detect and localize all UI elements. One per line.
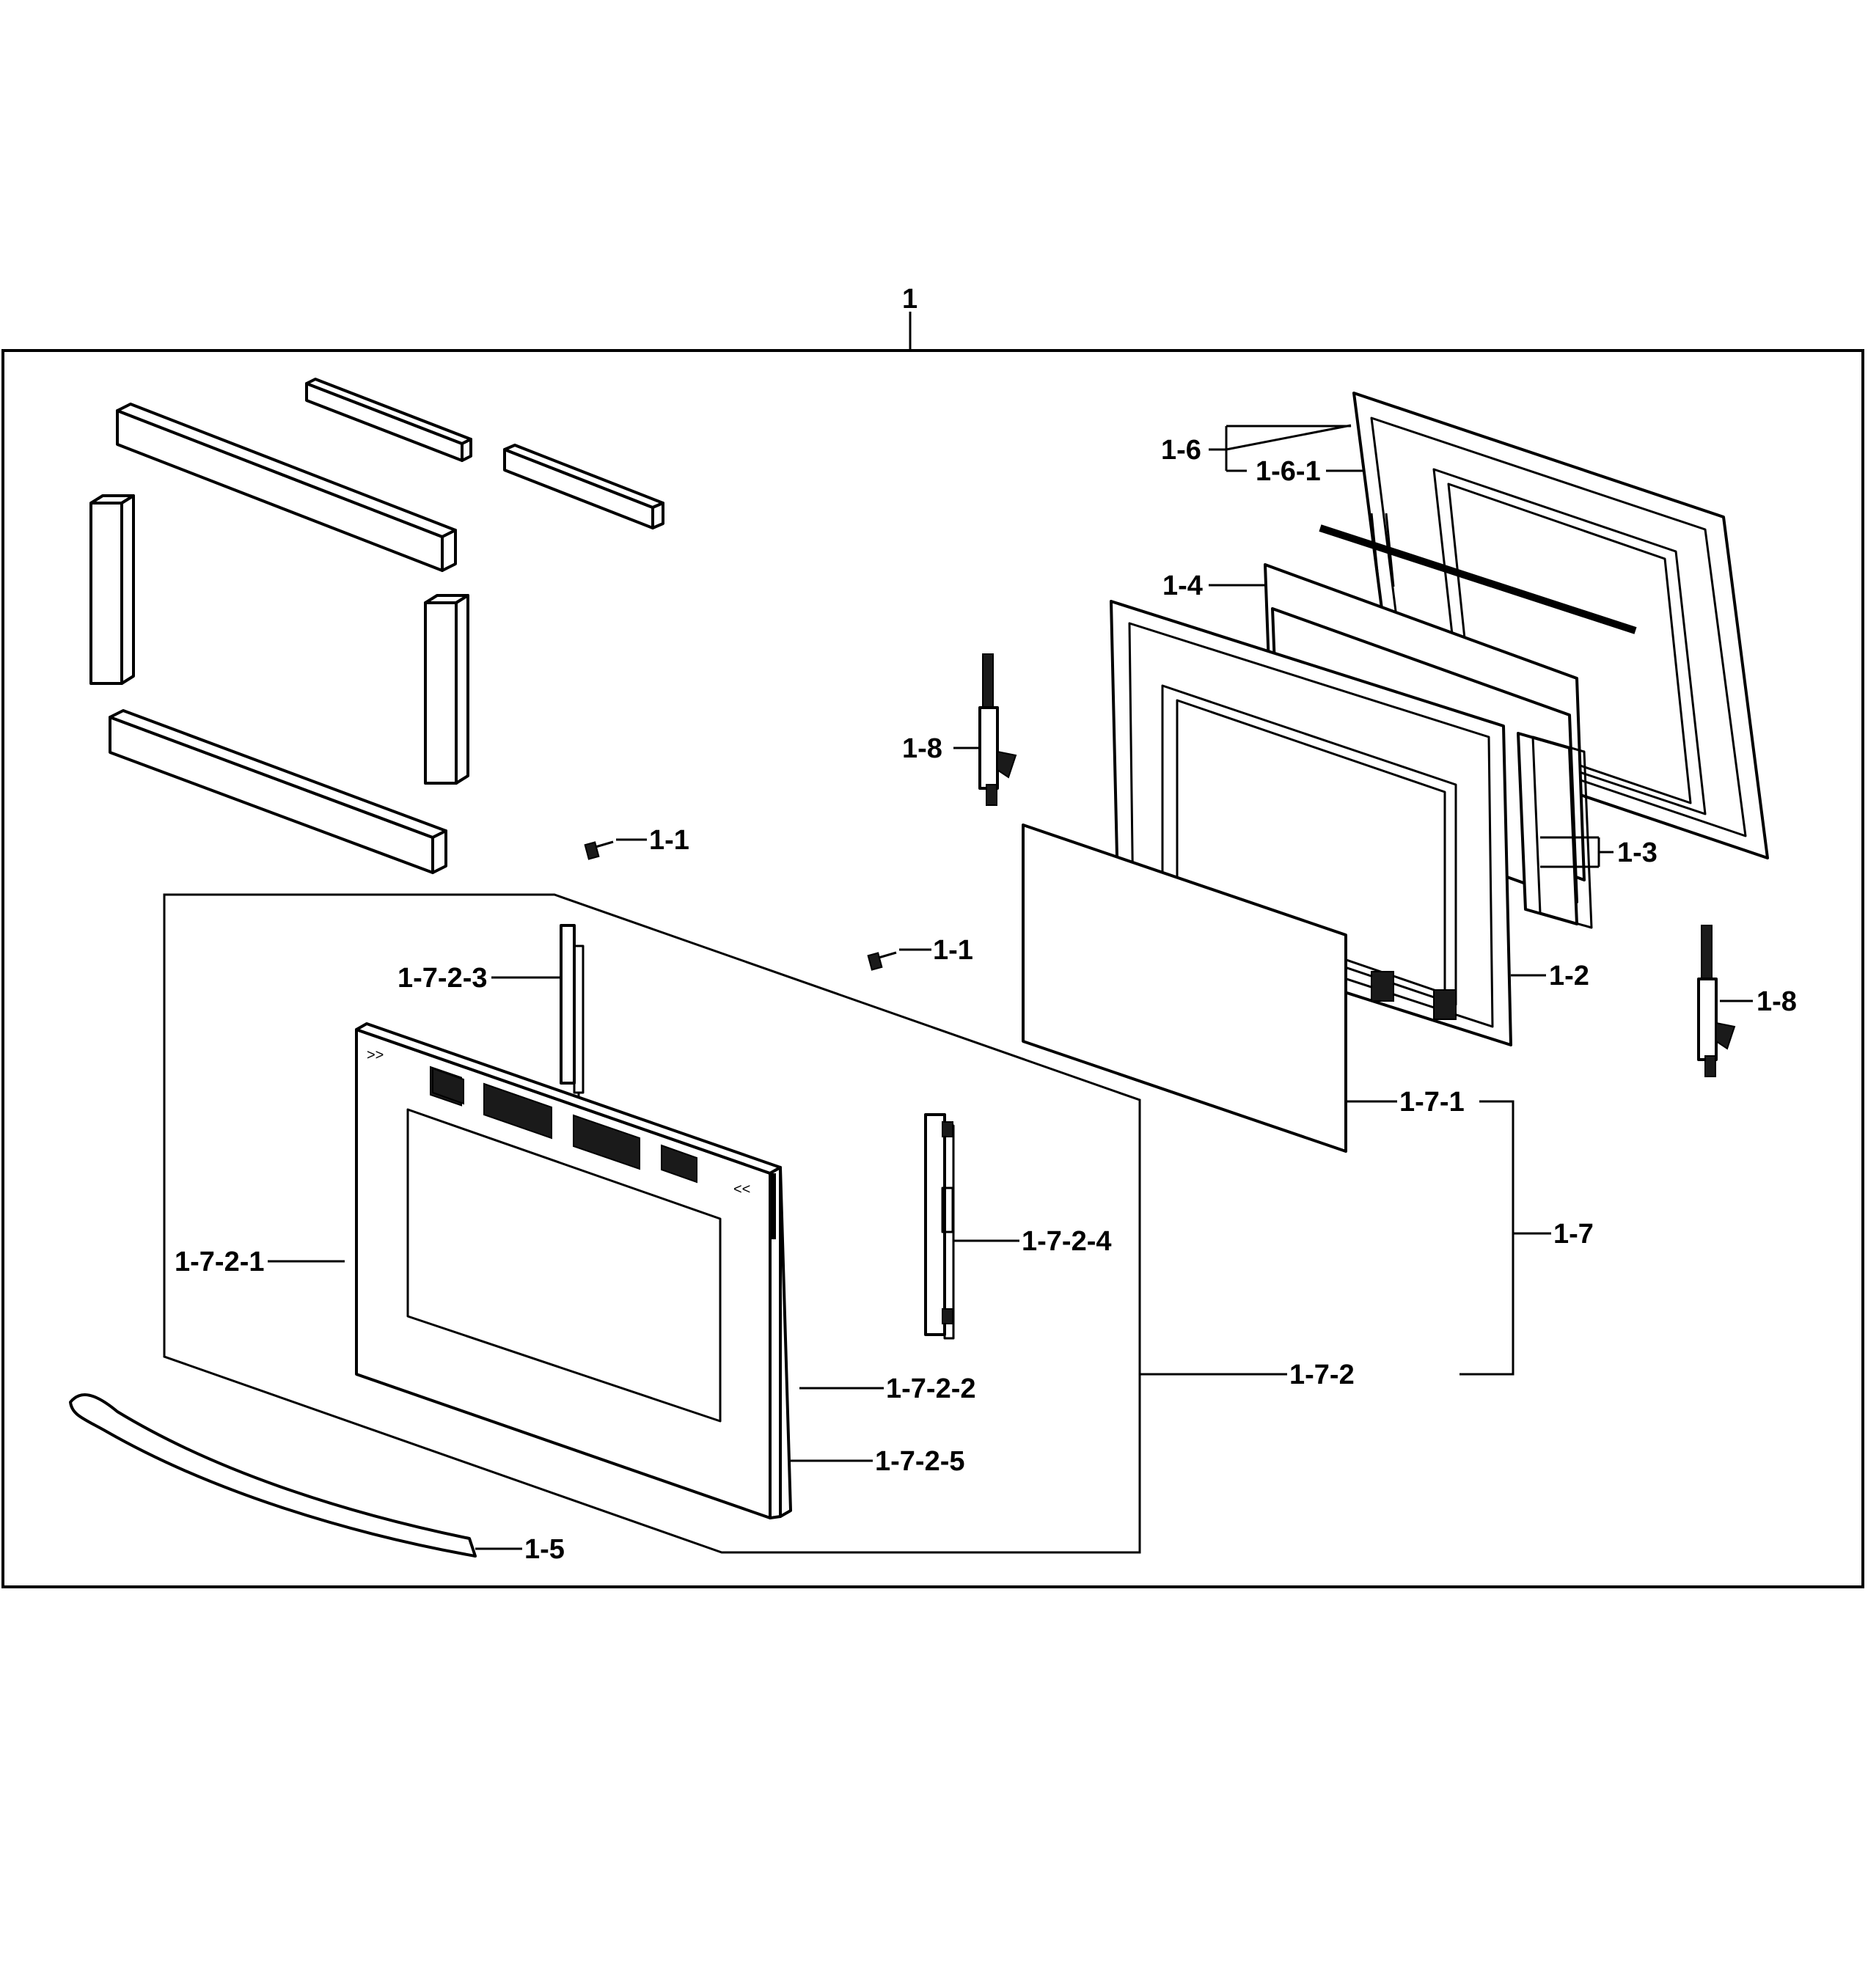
right-bracket [924, 1113, 955, 1340]
label-glass-pair: 1-3 [1617, 837, 1658, 868]
svg-text:<<: << [733, 1181, 750, 1197]
label-hinge-right: 1-8 [1757, 986, 1797, 1017]
label-right-bracket: 1-7-2-4 [1022, 1226, 1112, 1257]
left-bracket [560, 924, 585, 1107]
label-insulation-sheet: 1-4 [1162, 571, 1203, 601]
hinge-icon [978, 653, 1017, 806]
label-door-frame: 1-7-2-1 [175, 1247, 265, 1277]
label-door-panel: 1-7-2 [1289, 1360, 1355, 1390]
svg-text:>>: >> [367, 1047, 384, 1063]
label-liner-seal: 1-6-1 [1256, 456, 1321, 487]
screw-icon [867, 951, 897, 971]
label-gasket: 1-5 [524, 1534, 565, 1565]
label-liner: 1-6 [1161, 435, 1201, 466]
screw-icon [584, 840, 614, 860]
label-outer-door: 1-7 [1553, 1219, 1594, 1250]
insulation-blocks [89, 378, 664, 874]
assembly-frame [1, 349, 1864, 1588]
leader-lines [268, 424, 1753, 1550]
door-panel-outline [163, 893, 1141, 1554]
label-inner-door: 1-2 [1549, 961, 1589, 991]
label-assembly: 1 [902, 284, 917, 315]
label-screw-2: 1-1 [933, 935, 973, 966]
inner-glass [1022, 824, 1347, 1153]
outer-door: >> << [355, 1022, 792, 1519]
label-door-glass: 1-7-2-2 [886, 1373, 976, 1404]
label-left-bracket: 1-7-2-3 [398, 963, 488, 994]
glass-pair [1517, 732, 1593, 929]
label-trim: 1-7-2-5 [875, 1446, 965, 1477]
gasket-strip [69, 1393, 477, 1558]
label-screw-1: 1-1 [649, 825, 689, 856]
label-hinge-left: 1-8 [902, 733, 942, 764]
label-inner-glass: 1-7-1 [1399, 1087, 1465, 1118]
hinge-icon [1697, 925, 1736, 1077]
